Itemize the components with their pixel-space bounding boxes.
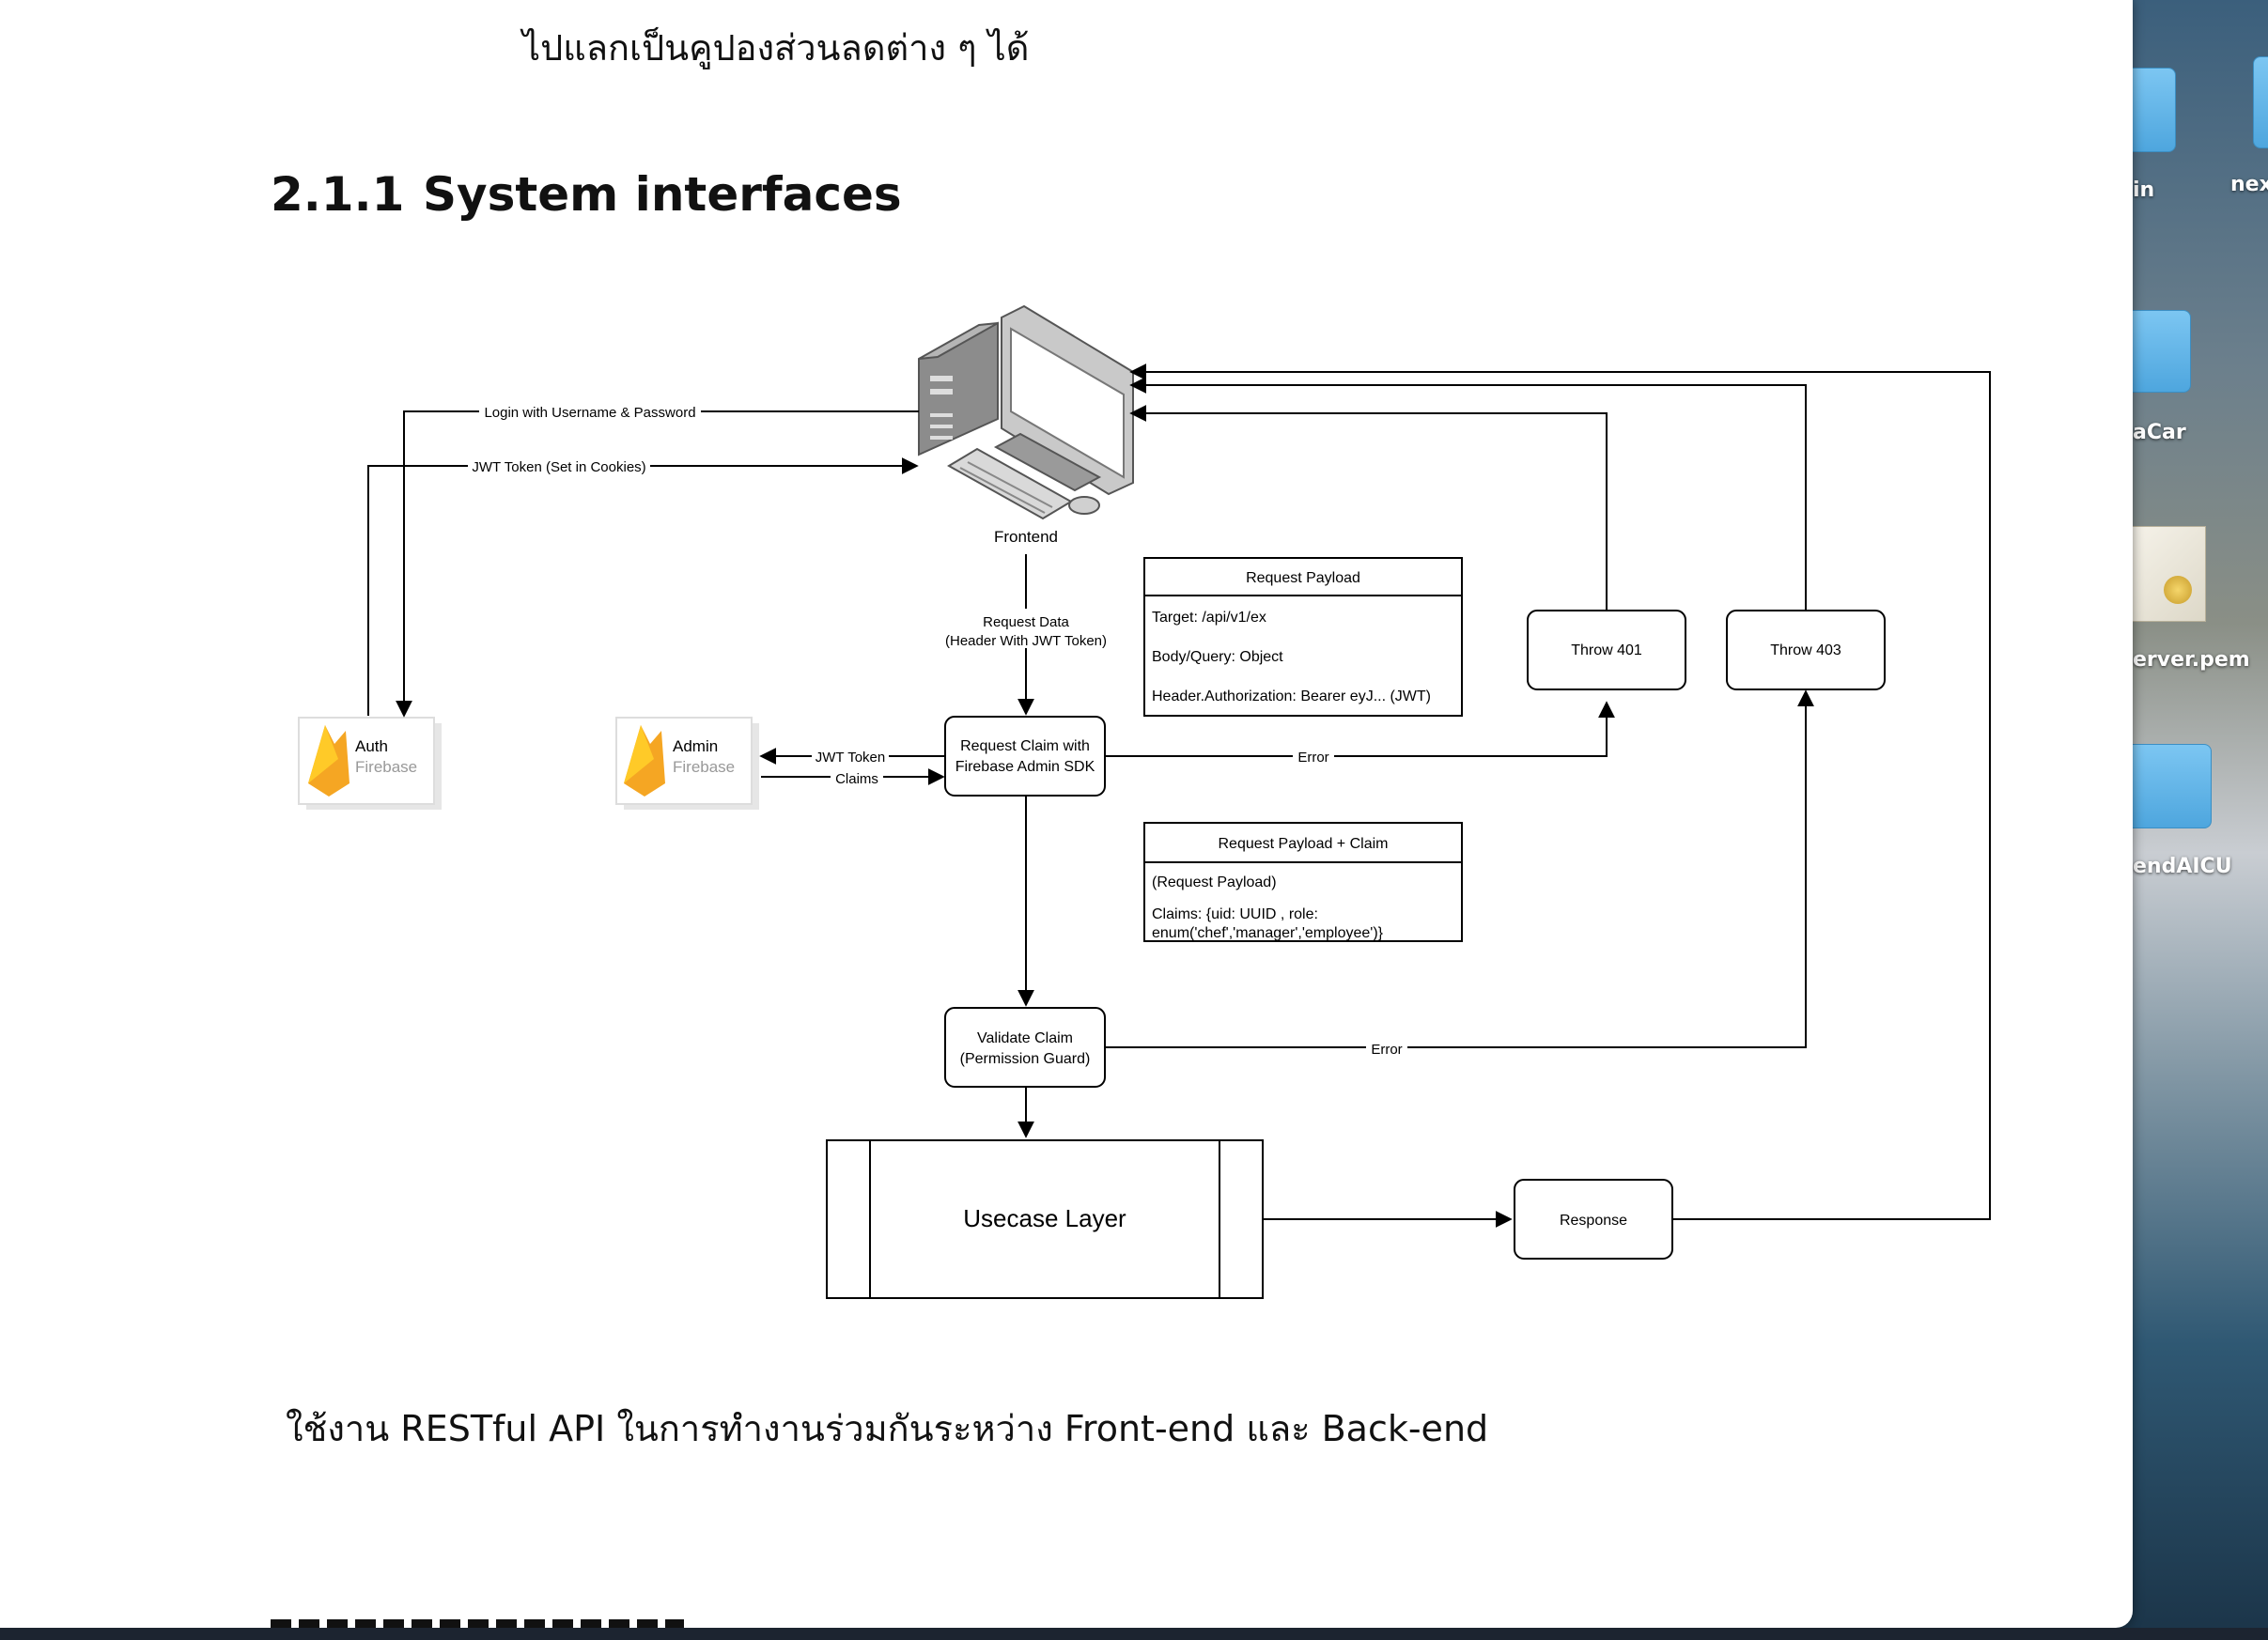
auth-firebase-node: Auth Firebase — [298, 717, 442, 810]
request-payload-table: Request Payload Target: /api/v1/ex Body/… — [1143, 557, 1463, 717]
throw-403-label: Throw 403 — [1770, 642, 1841, 658]
next-section-heading-clipped — [271, 1612, 684, 1628]
validate-claim-label: Validate Claim — [977, 1030, 1073, 1046]
validate-claim-node — [944, 1007, 1106, 1088]
desktop-item-label[interactable]: aCar — [2133, 421, 2186, 444]
payload-claim-row: (Request Payload) — [1152, 874, 1277, 890]
auth-firebase-subtitle: Firebase — [355, 758, 417, 776]
system-interfaces-diagram: Frontend Auth Firebase Admin Firebase Lo… — [298, 304, 1991, 1299]
desktop-item-label[interactable]: erver.pem — [2133, 648, 2250, 672]
admin-firebase-node: Admin Firebase — [615, 717, 759, 810]
validate-claim-label-2: (Permission Guard) — [960, 1051, 1091, 1067]
folder-icon[interactable] — [2125, 744, 2212, 828]
response-return-arrow — [1129, 364, 1991, 1220]
request-data-label: Request Data — [983, 614, 1069, 630]
diagram-caption: ใช้งาน RESTful API ในการทำงานร่วมกันระหว… — [286, 1408, 1489, 1449]
error-401-label: Error — [1297, 750, 1328, 766]
jwt-cookie-arrow-label: JWT Token (Set in Cookies) — [472, 459, 645, 475]
admin-firebase-subtitle: Firebase — [673, 758, 735, 776]
document-text-line: ไปแลกเป็นคูปองส่วนลดต่าง ๆ ได้ — [522, 27, 1030, 69]
request-claim-node — [944, 716, 1106, 797]
request-payload-title: Request Payload — [1246, 570, 1360, 586]
desktop-item-label[interactable]: in — [2133, 178, 2155, 202]
payload-claim-row: enum('chef','manager','employee')} — [1152, 925, 1384, 941]
folder-icon[interactable] — [2125, 310, 2191, 393]
computer-icon — [918, 304, 1134, 520]
section-title: System interfaces — [423, 167, 902, 222]
response-label: Response — [1560, 1213, 1627, 1229]
error-403-label: Error — [1371, 1042, 1402, 1058]
error-403-arrow — [1105, 689, 1814, 1048]
jwt-cookie-arrow — [367, 457, 919, 716]
jwt-token-arrow-label: JWT Token — [816, 750, 885, 766]
desktop-item-label[interactable]: nex — [2230, 173, 2268, 196]
usecase-layer-label: Usecase Layer — [963, 1204, 1126, 1232]
request-claim-label-2: Firebase Admin SDK — [955, 759, 1095, 775]
payload-claim-title: Request Payload + Claim — [1219, 836, 1389, 852]
login-arrow — [396, 410, 919, 718]
claims-arrow-label: Claims — [835, 771, 878, 787]
frontend-label: Frontend — [994, 528, 1058, 546]
request-payload-row: Body/Query: Object — [1152, 649, 1283, 665]
error-401-arrow — [1105, 701, 1615, 757]
request-data-label-2: (Header With JWT Token) — [945, 633, 1107, 649]
auth-firebase-title: Auth — [355, 737, 388, 755]
throw-401-return-arrow — [1129, 405, 1608, 611]
request-payload-row: Target: /api/v1/ex — [1152, 610, 1266, 626]
document-page: ไปแลกเป็นคูปองส่วนลดต่าง ๆ ได้ 2.1.1 Sys… — [0, 0, 2133, 1628]
folder-icon[interactable] — [2253, 56, 2268, 148]
request-payload-row: Header.Authorization: Bearer eyJ... (JWT… — [1152, 688, 1431, 704]
throw-403-return-arrow — [1129, 377, 1807, 611]
desktop-item-label[interactable]: endAICU — [2133, 855, 2232, 878]
section-number: 2.1.1 — [271, 167, 405, 222]
payload-claim-row: Claims: {uid: UUID , role: — [1152, 906, 1318, 922]
login-arrow-label: Login with Username & Password — [484, 405, 695, 421]
throw-401-label: Throw 401 — [1571, 642, 1642, 658]
admin-firebase-title: Admin — [673, 737, 718, 755]
dock-edge — [0, 1628, 2268, 1640]
certificate-icon[interactable] — [2125, 526, 2206, 622]
request-claim-label: Request Claim with — [960, 738, 1090, 754]
request-payload-claim-table: Request Payload + Claim (Request Payload… — [1143, 822, 1463, 942]
usecase-layer-node: Usecase Layer — [826, 1139, 1264, 1299]
